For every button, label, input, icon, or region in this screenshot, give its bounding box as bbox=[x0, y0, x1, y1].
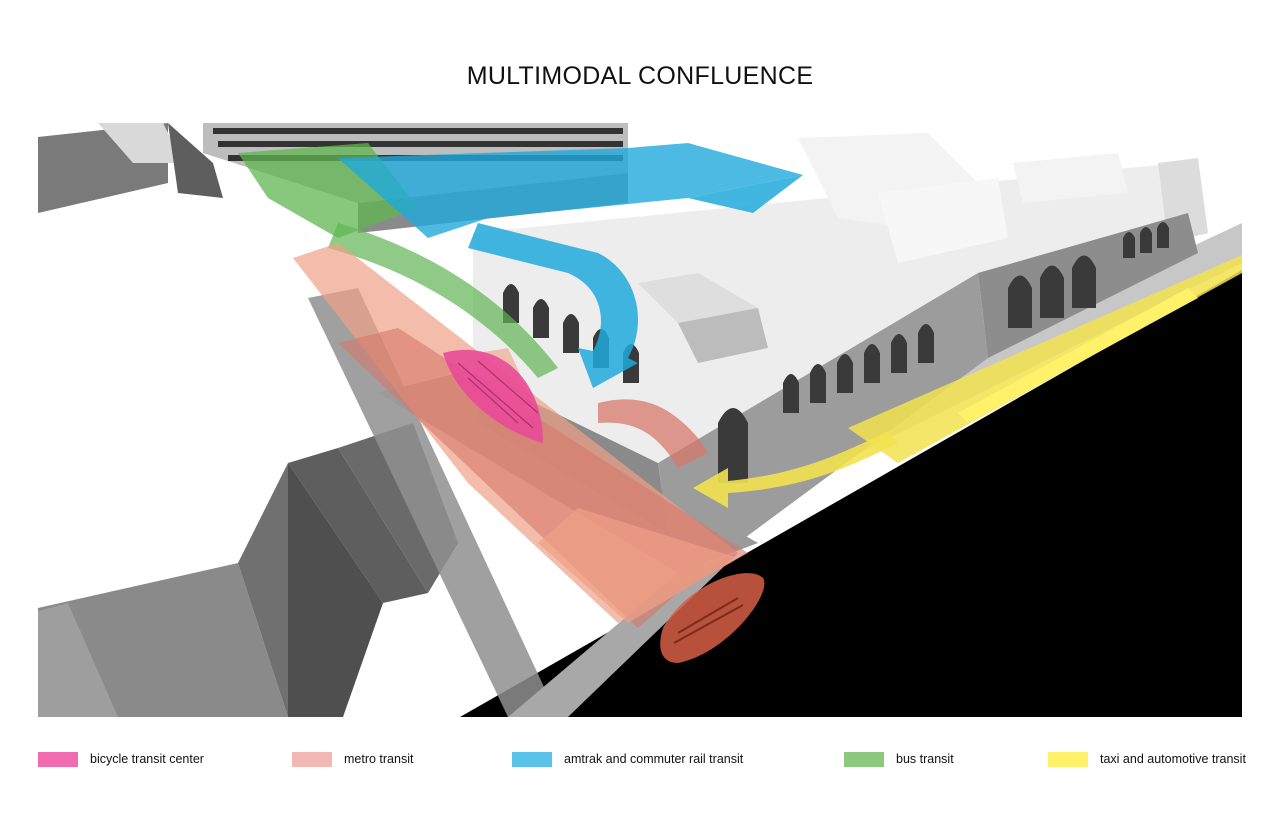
metro-transit-path bbox=[293, 243, 748, 628]
union-station-building bbox=[473, 133, 1208, 543]
metro-train bbox=[660, 573, 765, 663]
diagram-title: MULTIMODAL CONFLUENCE bbox=[466, 62, 814, 90]
legend-item-bus: bus transit bbox=[844, 751, 954, 767]
legend-label-rail: amtrak and commuter rail transit bbox=[564, 752, 744, 766]
station-3d-diagram bbox=[38, 123, 1242, 717]
legend-swatch-bus bbox=[844, 751, 884, 767]
left-buildings bbox=[38, 123, 458, 717]
legend-label-taxi: taxi and automotive transit bbox=[1100, 752, 1246, 766]
legend-item-taxi: taxi and automotive transit bbox=[1048, 751, 1246, 767]
legend-item-bicycle: bicycle transit center bbox=[38, 751, 204, 767]
taxi-transit-path bbox=[693, 255, 1242, 508]
bicycle-transit-center bbox=[443, 349, 543, 443]
legend-swatch-rail bbox=[512, 751, 552, 767]
legend: bicycle transit center metro transit amt… bbox=[38, 751, 1246, 771]
legend-item-rail: amtrak and commuter rail transit bbox=[512, 751, 743, 767]
legend-label-metro: metro transit bbox=[344, 752, 414, 766]
legend-swatch-taxi bbox=[1048, 751, 1088, 767]
legend-swatch-bicycle bbox=[38, 751, 78, 767]
legend-swatch-metro bbox=[292, 751, 332, 767]
rail-transit-path bbox=[338, 143, 803, 388]
legend-label-bicycle: bicycle transit center bbox=[90, 752, 204, 766]
legend-label-bus: bus transit bbox=[896, 752, 954, 766]
legend-item-metro: metro transit bbox=[292, 751, 413, 767]
